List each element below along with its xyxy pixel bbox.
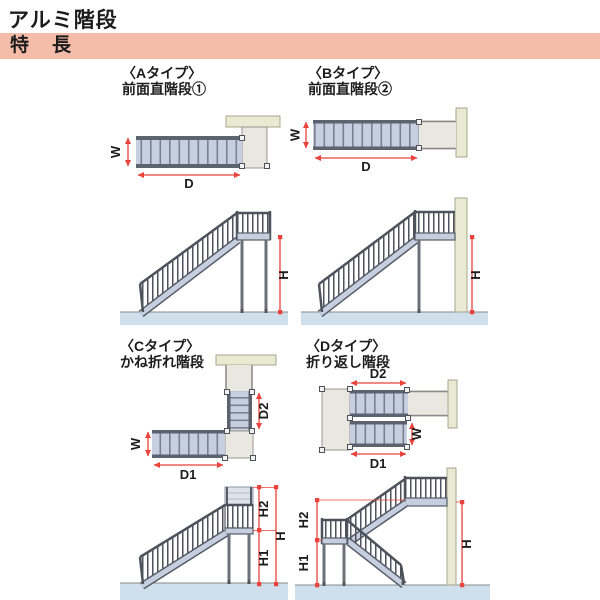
type-b-label: 〈Bタイプ〉 前面直階段② [308, 65, 392, 97]
d-dim-h1-label: H1 [296, 555, 311, 572]
d-plan-corridor [408, 390, 448, 417]
c-plan-diagram: D2 W D1 [128, 354, 277, 482]
d-plan-upper-stair [350, 390, 408, 417]
a-elev-handrail [139, 211, 238, 286]
a-plan-stair [136, 136, 242, 168]
b-dim-w-label: W [288, 128, 303, 141]
d-dim-h2-label: H2 [296, 512, 311, 529]
b-plan-diagram: W D [288, 107, 468, 174]
d-elev-lower-flight-balusters [347, 520, 405, 584]
b-plan-stair [313, 120, 419, 150]
a-plan-landing [241, 126, 268, 169]
a-elevation-diagram: H [120, 211, 291, 325]
c-dim-h1-label: H1 [256, 550, 271, 567]
a-elev-ground [120, 312, 288, 325]
c-elev-upper-flight-box [224, 486, 254, 506]
b-dim-h-label: H [468, 270, 483, 279]
a-plan-deck [225, 115, 281, 128]
d-elev-lower-handrail [346, 519, 402, 566]
b-elev-ground [301, 312, 488, 325]
c-elev-stair-balusters [140, 505, 225, 586]
b-plan-landing [419, 120, 456, 150]
a-dim-d-label: D [184, 176, 193, 191]
type-c-kind: 〈Cタイプ〉 [120, 338, 201, 354]
c-elev-handrail [139, 503, 226, 559]
type-d-label: 〈Dタイプ〉 折り返し階段 [306, 338, 390, 370]
a-dim-h-label: H [276, 270, 291, 279]
d-elev-posts [322, 544, 405, 586]
a-elev-stair-balusters [140, 214, 237, 314]
d-plan-joint-nodes [319, 386, 411, 453]
d-plan-lower-stair [350, 421, 407, 447]
type-b-name: 前面直階段② [308, 81, 392, 98]
b-elev-bottom-post [317, 283, 324, 313]
type-c-name: かね折れ階段 [120, 354, 204, 371]
a-elev-bottom-post [138, 283, 145, 313]
b-plan-wall [455, 107, 468, 158]
type-d-kind: 〈Dタイプ〉 [306, 338, 387, 354]
d-dim-d2-label: D2 [370, 366, 387, 381]
c-dim-d2-label: D2 [256, 403, 271, 420]
d-elev-upper-flight-balusters [345, 479, 405, 542]
type-a-name: 前面直階段① [122, 81, 206, 98]
c-plan-upper-landing [225, 365, 253, 391]
d-elev-lower-end-post [399, 564, 406, 584]
b-elev-stair-stringer [317, 236, 419, 318]
type-a-label: 〈Aタイプ〉 前面直階段① [122, 65, 206, 97]
a-dim-w-label: W [108, 145, 123, 158]
b-dim-d-label: D [361, 159, 370, 174]
a-plan-diagram: W D [108, 115, 281, 191]
c-elev-stair-stringer [139, 529, 229, 590]
b-elev-handrail [318, 211, 416, 285]
b-elev-posts [417, 240, 421, 313]
c-plan-upper-stair [227, 391, 252, 431]
c-elev-ground [120, 583, 288, 600]
type-d-name: 折り返し階段 [306, 354, 390, 371]
c-plan-lower-stair [152, 430, 225, 458]
type-c-label: 〈Cタイプ〉 かね折れ階段 [120, 338, 204, 370]
d-dim-h-label: H [459, 539, 474, 548]
d-dim-w-label: W [409, 427, 424, 440]
d-plan-diagram: D2 W D1 [319, 366, 458, 471]
c-elev-landing-deck [224, 527, 254, 535]
d-elev-ground [295, 585, 490, 600]
c-plan-corner-landing [224, 430, 254, 459]
c-elev-posts [227, 534, 251, 584]
features-banner: 特 長 [0, 33, 600, 59]
b-plan-joint-nodes [416, 119, 422, 151]
d-plan-landing [321, 388, 351, 451]
d-elev-wall [446, 467, 457, 586]
d-plan-wall [447, 379, 458, 429]
type-b-kind: 〈Bタイプ〉 [308, 65, 389, 81]
page-title: アルミ階段 [8, 9, 118, 32]
b-elev-stair-balusters [319, 213, 415, 313]
a-plan-joint-nodes [239, 135, 270, 169]
b-elev-platform-deck [414, 232, 456, 241]
c-elev-bottom-post [138, 556, 145, 585]
a-elev-posts [240, 240, 268, 313]
c-dim-h2-label: H2 [256, 501, 271, 518]
c-plan-deck [215, 354, 277, 366]
d-elev-platform-deck [404, 497, 448, 507]
c-dim-d1-label: D1 [180, 467, 197, 482]
c-dim-w-label: W [128, 437, 143, 450]
b-elevation-diagram: H [301, 197, 488, 325]
c-elevation-diagram: H2 H1 H [120, 484, 288, 600]
c-dim-h-label: H [273, 531, 288, 540]
type-a-kind: 〈Aタイプ〉 [122, 65, 203, 81]
d-elevation-diagram: H2 H1 H [295, 467, 490, 600]
b-elev-wall [454, 197, 468, 313]
a-elev-platform-deck [236, 232, 271, 241]
c-plan-joint-nodes [222, 389, 256, 461]
d-dim-d1-label: D1 [370, 456, 387, 471]
c-elev-landing-railing [224, 503, 254, 529]
d-elev-tower-deck [321, 537, 348, 545]
a-elev-stair-stringer [138, 236, 241, 318]
d-elev-lower-flight-stringer [346, 538, 407, 589]
